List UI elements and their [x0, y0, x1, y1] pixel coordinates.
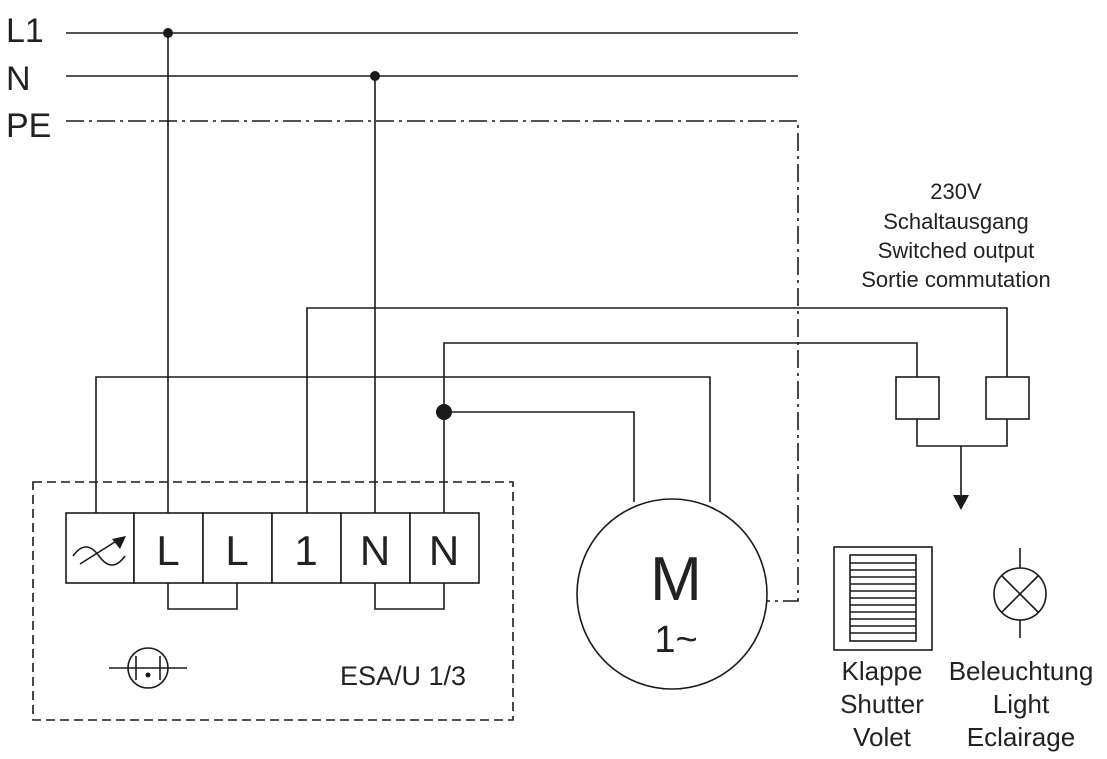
regulator-icon: [72, 536, 126, 566]
wire-output-merge: [916, 419, 1008, 447]
terminal-label: N: [429, 527, 459, 574]
shutter-label-line: Klappe: [842, 656, 923, 686]
bus-label-l1: L1: [6, 12, 44, 50]
terminal-regulator: [65, 512, 135, 584]
terminal-label: 1: [294, 527, 317, 574]
wire-terminal1-output: [306, 307, 1008, 513]
socket-icon: [109, 647, 187, 689]
jumper-l: [167, 583, 238, 610]
motor-letter: M: [650, 545, 702, 614]
output-label-line: Sortie commutation: [861, 267, 1051, 292]
wire-neutral-output: [443, 342, 918, 513]
output-label-line: 230V: [930, 179, 982, 204]
output-label-line: Switched output: [878, 238, 1035, 263]
bus-label-pe: PE: [6, 107, 51, 145]
shutter-icon: [833, 546, 933, 651]
output-contact-switched: [985, 376, 1030, 420]
device-name: ESA/U 1/3: [340, 661, 466, 691]
light-label-line: Beleuchtung: [949, 656, 1094, 686]
bus-label-n: N: [6, 60, 31, 98]
arrow-down-icon: [953, 495, 969, 510]
terminal-strip: L L 1 N N: [65, 512, 480, 584]
lamp-icon: [993, 548, 1047, 638]
terminal-label: L: [225, 527, 248, 574]
bus-line-pe: [66, 120, 799, 602]
light-label-line: Light: [993, 689, 1050, 719]
output-contact-neutral: [895, 376, 940, 420]
light-label-line: Eclairage: [967, 722, 1075, 752]
device-enclosure: [32, 481, 514, 721]
terminal-l-1: [133, 512, 204, 584]
wire-regulator-to-motor: [95, 376, 711, 513]
terminal-n-2: [409, 512, 480, 584]
jumper-n: [374, 583, 445, 610]
output-label-line: Schaltausgang: [883, 209, 1029, 234]
shutter-label-line: Shutter: [840, 689, 924, 719]
terminal-label: N: [360, 527, 390, 574]
wire-neutral-to-motor: [444, 411, 635, 502]
shutter-label-line: Volet: [853, 722, 912, 752]
terminal-label: L: [156, 527, 179, 574]
motor-phase: 1~: [654, 619, 697, 661]
motor-symbol: [576, 498, 768, 690]
terminal-1: [271, 512, 342, 584]
